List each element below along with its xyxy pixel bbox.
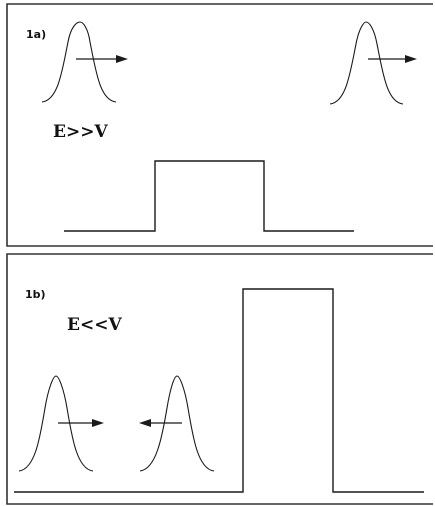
panel-1b-frame [6, 253, 433, 505]
wave-packet-right [329, 21, 404, 105]
panel-1a-label: 1a) [26, 28, 46, 41]
wave-packet-reflected [139, 375, 215, 472]
panel-1b: 1b) E<<V [6, 253, 433, 505]
arrow-right-head [92, 419, 104, 427]
arrow-right-head [116, 55, 128, 63]
arrow-left-head [139, 419, 151, 427]
potential-barrier-high [14, 288, 424, 493]
panel-1b-label: 1b) [25, 288, 46, 301]
panel-1a-frame [6, 3, 433, 247]
arrow-right-transmitted-head [405, 55, 417, 63]
wave-packet-left [41, 21, 117, 103]
panel-1a: 1a) E>>V [6, 3, 433, 247]
energy-condition-label: E<<V [67, 315, 122, 335]
potential-barrier-low [64, 160, 354, 232]
wave-packet-incident [18, 375, 94, 472]
energy-condition-label: E>>V [53, 122, 108, 142]
